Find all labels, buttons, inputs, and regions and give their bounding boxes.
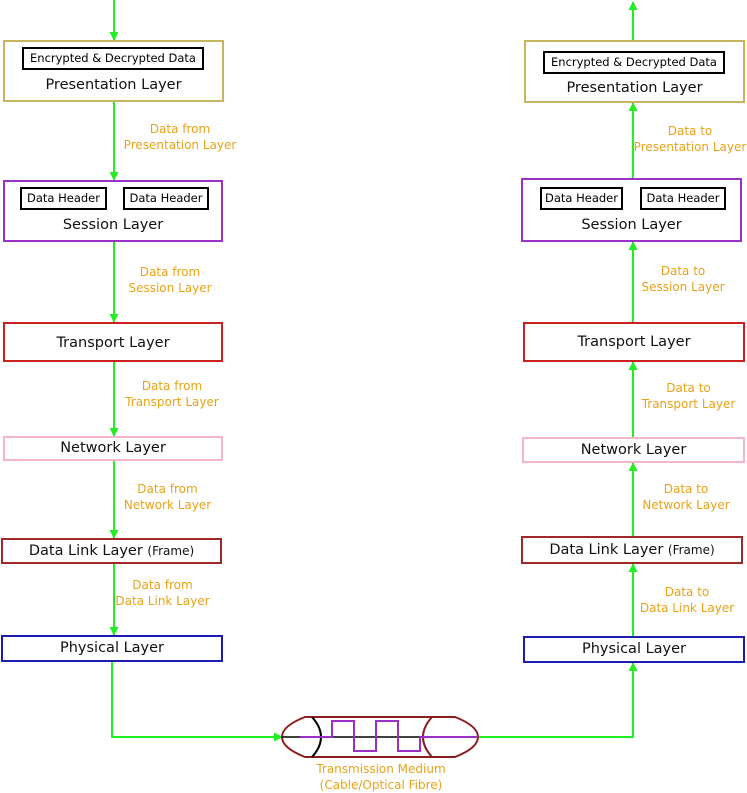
receiver-label-5: Data to Data Link Layer (636, 584, 738, 616)
receiver-session-layer: Data Header Data Header Session Layer (521, 178, 742, 242)
receiver-label-1-line2: Presentation Layer (633, 140, 747, 154)
receiver-datalink-suffix: (Frame) (667, 543, 715, 557)
receiver-label-3-line2: Transport Layer (641, 397, 736, 411)
receiver-label-4: Data to Network Layer (636, 481, 736, 513)
receiver-datalink-title: Data Link Layer (Frame) (523, 542, 741, 558)
sender-label-2-line2: Session Layer (128, 281, 212, 295)
receiver-label-5-line1: Data to (664, 585, 710, 599)
receiver-transport-title: Transport Layer (577, 334, 691, 350)
receiver-label-3-line1: Data to (666, 381, 711, 395)
receiver-label-2: Data to Session Layer (633, 263, 733, 295)
receiver-presentation-layer: Encrypted & Decrypted Data Presentation … (524, 40, 745, 103)
sender-label-4-line1: Data from (137, 482, 198, 496)
sender-session-tag-left: Data Header (20, 187, 107, 210)
sender-label-5-line1: Data from (132, 578, 193, 592)
transmission-medium-caption-line1: Transmission Medium (316, 762, 446, 776)
sender-datalink-name: Data Link Layer (28, 543, 143, 559)
sender-presentation-title: Presentation Layer (45, 77, 182, 93)
receiver-session-tag-right: Data Header (640, 187, 726, 210)
sender-network-title: Network Layer (60, 440, 166, 456)
sender-network-layer: Network Layer (3, 436, 223, 461)
receiver-label-3: Data to Transport Layer (636, 380, 741, 412)
receiver-label-1-line1: Data to (667, 124, 713, 138)
transmission-medium (280, 716, 480, 758)
sender-label-3-line2: Transport Layer (125, 395, 219, 409)
receiver-network-title: Network Layer (580, 442, 687, 458)
receiver-transport-layer: Transport Layer (523, 322, 745, 362)
sender-physical-layer: Physical Layer (1, 635, 223, 662)
receiver-physical-title: Physical Layer (581, 641, 687, 657)
sender-datalink-suffix: (Frame) (147, 544, 195, 558)
sender-label-3-line1: Data from (141, 379, 203, 393)
sender-transport-title: Transport Layer (56, 335, 170, 351)
receiver-session-title: Session Layer (581, 217, 682, 233)
sender-label-1-line2: Presentation Layer (123, 138, 237, 152)
receiver-datalink-name: Data Link Layer (549, 542, 664, 558)
sender-presentation-tag: Encrypted & Decrypted Data (22, 47, 204, 70)
receiver-network-layer: Network Layer (522, 437, 745, 463)
receiver-label-2-line2: Session Layer (641, 280, 725, 294)
receiver-datalink-layer: Data Link Layer (Frame) (521, 536, 743, 564)
sender-label-1-line1: Data from (149, 122, 211, 136)
sender-physical-title: Physical Layer (59, 640, 165, 656)
receiver-label-1: Data to Presentation Layer (630, 123, 747, 155)
sender-label-2-line1: Data from (139, 265, 201, 279)
receiver-presentation-title: Presentation Layer (566, 80, 703, 96)
sender-label-5: Data from Data Link Layer (110, 577, 215, 609)
sender-datalink-layer: Data Link Layer (Frame) (1, 538, 222, 564)
receiver-presentation-tag: Encrypted & Decrypted Data (543, 51, 725, 74)
signal-waveform (300, 720, 478, 752)
receiver-label-5-line2: Data Link Layer (639, 601, 735, 615)
transmission-medium-caption-line2: (Cable/Optical Fibre) (319, 778, 443, 792)
sender-presentation-layer: Encrypted & Decrypted Data Presentation … (3, 40, 224, 102)
receiver-physical-layer: Physical Layer (523, 636, 745, 663)
sender-label-2: Data from Session Layer (115, 264, 225, 296)
transmission-medium-caption: Transmission Medium (Cable/Optical Fibre… (300, 761, 462, 793)
wire-from-medium (476, 662, 638, 738)
sender-session-tag-right: Data Header (123, 187, 209, 210)
receiver-label-2-line1: Data to (660, 264, 706, 278)
sender-label-1: Data from Presentation Layer (120, 121, 240, 153)
sender-session-title: Session Layer (62, 217, 164, 233)
sender-datalink-title: Data Link Layer (Frame) (3, 543, 220, 559)
receiver-label-4-line2: Network Layer (642, 498, 730, 512)
receiver-label-4-line1: Data to (663, 482, 709, 496)
sender-label-5-line2: Data Link Layer (115, 594, 210, 608)
sender-label-4-line2: Network Layer (123, 498, 212, 512)
receiver-session-tag-left: Data Header (540, 187, 623, 210)
sender-transport-layer: Transport Layer (3, 322, 223, 362)
sender-label-3: Data from Transport Layer (118, 378, 226, 410)
sender-session-layer: Data Header Data Header Session Layer (3, 180, 223, 242)
sender-label-4: Data from Network Layer (115, 481, 220, 513)
wire-to-medium (111, 662, 283, 742)
